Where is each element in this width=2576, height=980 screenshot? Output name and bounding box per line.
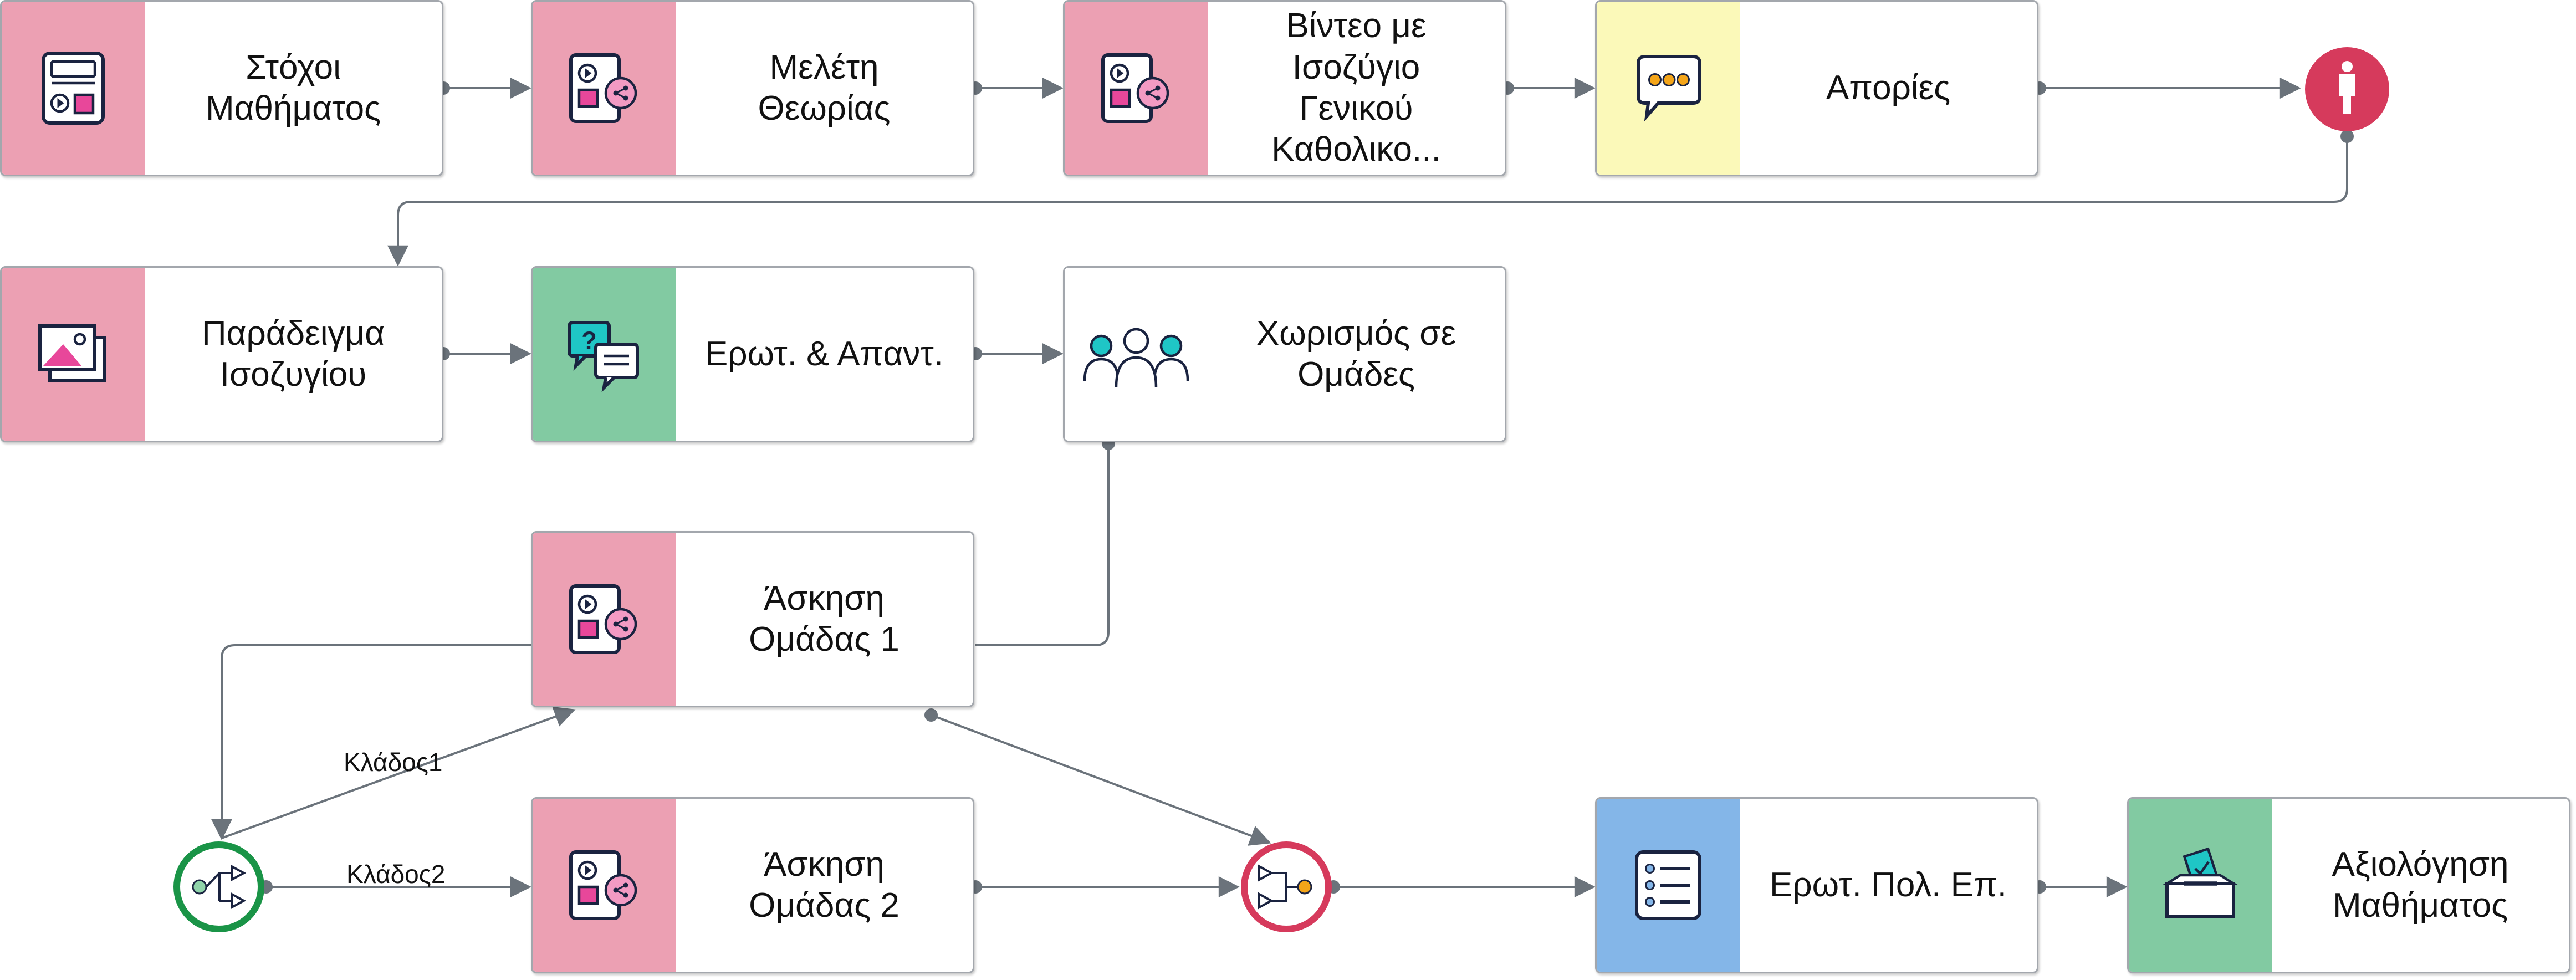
person-stop-icon[interactable] <box>2300 42 2394 136</box>
node-label: Ερωτ. Πολ. Επ. <box>1770 865 2007 904</box>
node-label: Αξιολόγηση Μαθήματος <box>2332 845 2509 925</box>
node-label: Μελέτη Θεωρίας <box>758 48 891 127</box>
node-trial-balance-example[interactable]: Παράδειγμα Ισοζυγίου <box>0 266 443 442</box>
checklist-icon <box>1635 850 1701 920</box>
node-strip <box>533 799 676 972</box>
node-strip <box>533 2 676 175</box>
node-theory-study[interactable]: Μελέτη Θεωρίας <box>531 0 974 176</box>
node-strip <box>1597 2 1740 175</box>
node-strip <box>1065 2 1208 175</box>
node-label: Χωρισμός σε Ομάδες <box>1256 314 1456 394</box>
node-group2-exercise[interactable]: Άσκηση Ομάδας 2 <box>531 797 974 973</box>
node-strip <box>1597 799 1740 972</box>
group-people-icon <box>1083 328 1189 388</box>
node-label: Άσκηση Ομάδας 1 <box>749 579 899 659</box>
node-strip <box>533 533 676 706</box>
edge-group1-to-split <box>211 644 531 840</box>
node-strip <box>2 2 145 175</box>
chat-bubble-icon <box>1637 55 1701 122</box>
images-icon <box>38 324 106 382</box>
qa-bubbles-icon: ? <box>568 321 639 392</box>
edge-groups-to-group1 <box>975 443 1110 646</box>
node-strip <box>2 268 145 441</box>
node-label: Στόχοι Μαθήματος <box>206 48 381 127</box>
edge-stop-to-example <box>387 136 2348 267</box>
multimedia-share-icon <box>569 53 637 123</box>
edge-label-branch1: Κλάδος1 <box>344 748 443 777</box>
split-branch-icon[interactable] <box>172 840 266 934</box>
node-multiple-choice[interactable]: Ερωτ. Πολ. Επ. <box>1595 797 2038 973</box>
edge-split-to-group1 <box>221 706 576 839</box>
node-strip <box>1065 268 1208 441</box>
node-strip <box>2129 799 2272 972</box>
merge-join-icon[interactable] <box>1239 840 1333 934</box>
edge-start-dot <box>924 708 938 722</box>
node-group1-exercise[interactable]: Άσκηση Ομάδας 1 <box>531 531 974 707</box>
connectors <box>211 78 2354 897</box>
edge-start-dot <box>2340 130 2354 143</box>
node-trial-balance-video[interactable]: Βίντεο με Ισοζύγιο Γενικού Καθολικο... <box>1063 0 1506 176</box>
node-qa[interactable]: ? Ερωτ. & Απαντ. <box>531 266 974 442</box>
node-label: Άσκηση Ομάδας 2 <box>749 845 899 925</box>
node-label: Απορίες <box>1826 68 1951 107</box>
edge-group1-to-merge <box>931 714 1271 846</box>
multimedia-share-icon <box>1101 53 1169 123</box>
ballot-box-icon <box>2163 847 2238 918</box>
edge-label-branch2: Κλάδος2 <box>346 860 446 889</box>
node-strip: ? <box>533 268 676 441</box>
node-lesson-goals[interactable]: Στόχοι Μαθήματος <box>0 0 443 176</box>
multimedia-share-icon <box>569 584 637 654</box>
node-label: Παράδειγμα Ισοζυγίου <box>201 314 385 394</box>
node-label: Βίντεο με Ισοζύγιο Γενικού Καθολικο... <box>1271 7 1441 169</box>
node-lesson-evaluation[interactable]: Αξιολόγηση Μαθήματος <box>2127 797 2570 973</box>
multimedia-share-icon <box>569 850 637 920</box>
node-label: Ερωτ. & Απαντ. <box>704 334 944 373</box>
node-questions[interactable]: Απορίες <box>1595 0 2038 176</box>
node-group-split[interactable]: Χωρισμός σε Ομάδες <box>1063 266 1506 442</box>
lesson-goals-icon <box>42 52 105 125</box>
